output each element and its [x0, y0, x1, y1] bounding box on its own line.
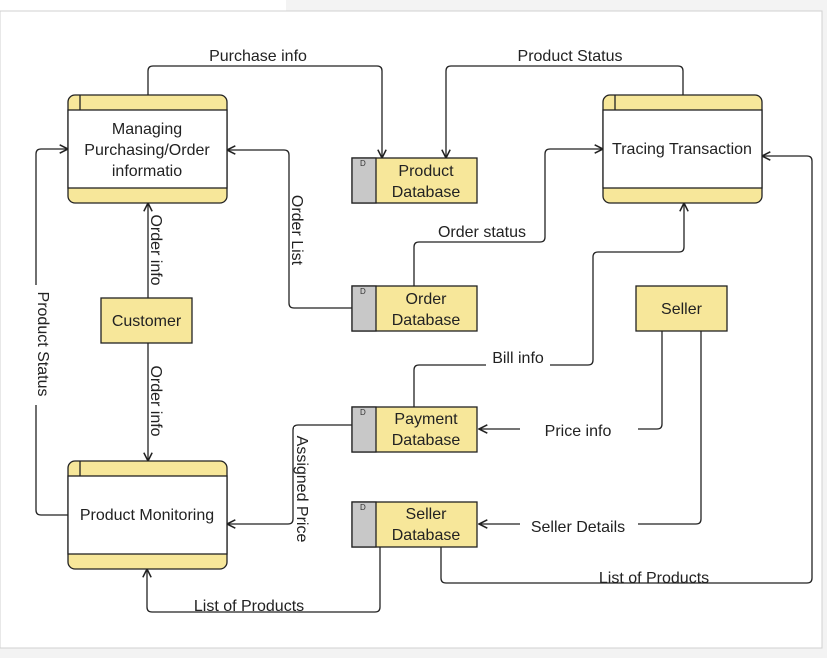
label-order-list: Order List — [288, 195, 305, 266]
label-order-info-up: Order info — [147, 214, 164, 285]
entity-seller[interactable]: Seller — [635, 285, 728, 332]
store-product-label-1: Product — [398, 163, 454, 180]
label-purchase-info: Purchase info — [209, 48, 307, 65]
store-payment-label-2: Database — [392, 432, 461, 449]
flow-bill-info — [413, 203, 684, 407]
entity-customer-label: Customer — [112, 313, 182, 330]
label-product-status-left: Product Status — [34, 292, 51, 397]
label-product-status-top: Product Status — [518, 48, 623, 65]
flow-product-status-top — [446, 65, 684, 158]
store-order-tag: D — [360, 287, 366, 296]
label-seller-details: Seller Details — [531, 519, 625, 536]
store-seller-database[interactable]: D Seller Database — [351, 501, 478, 548]
flow-lines — [35, 65, 813, 613]
store-payment-database[interactable]: D Payment Database — [351, 406, 478, 453]
process-tracing-label: Tracing Transaction — [612, 141, 752, 158]
process-monitoring[interactable]: Product Monitoring — [67, 460, 228, 570]
flow-list-products-right — [440, 156, 813, 584]
label-price-info: Price info — [545, 423, 612, 440]
flow-purchase-info — [147, 65, 382, 158]
store-order-label-1: Order — [406, 291, 448, 308]
store-seller-tag: D — [360, 503, 366, 512]
flow-price-info — [479, 331, 663, 429]
store-order-label-2: Database — [392, 312, 461, 329]
entity-seller-label: Seller — [661, 301, 703, 318]
store-product-tag: D — [360, 159, 366, 168]
label-order-status: Order status — [438, 224, 526, 241]
store-seller-label-1: Seller — [406, 506, 448, 523]
label-assigned-price: Assigned Price — [293, 436, 310, 543]
store-product-label-2: Database — [392, 184, 461, 201]
entity-customer[interactable]: Customer — [100, 297, 193, 344]
flow-list-products-bottom — [147, 547, 381, 613]
store-order-database[interactable]: D Order Database — [351, 285, 478, 332]
store-payment-tag: D — [360, 408, 366, 417]
process-managing[interactable]: Managing Purchasing/Order informatio — [67, 94, 228, 204]
store-payment-label-1: Payment — [394, 411, 458, 428]
process-tracing[interactable]: Tracing Transaction — [602, 94, 763, 204]
flow-labels: Purchase info Product Status Order statu… — [30, 45, 709, 615]
process-managing-label-3: informatio — [112, 163, 182, 180]
flow-order-status — [413, 149, 603, 286]
label-bill-info: Bill info — [492, 350, 544, 367]
flow-seller-details — [479, 331, 702, 524]
label-order-info-down: Order info — [147, 365, 164, 436]
process-monitoring-label: Product Monitoring — [80, 507, 214, 524]
process-managing-label-2: Purchasing/Order — [84, 142, 210, 159]
flow-assigned-price — [227, 424, 352, 524]
label-list-products-bottom: List of Products — [194, 598, 304, 615]
flow-order-list — [227, 150, 352, 309]
label-list-products-right: List of Products — [599, 570, 709, 587]
process-managing-label-1: Managing — [112, 121, 182, 138]
store-seller-label-2: Database — [392, 527, 461, 544]
store-product-database[interactable]: D Product Database — [351, 157, 478, 204]
